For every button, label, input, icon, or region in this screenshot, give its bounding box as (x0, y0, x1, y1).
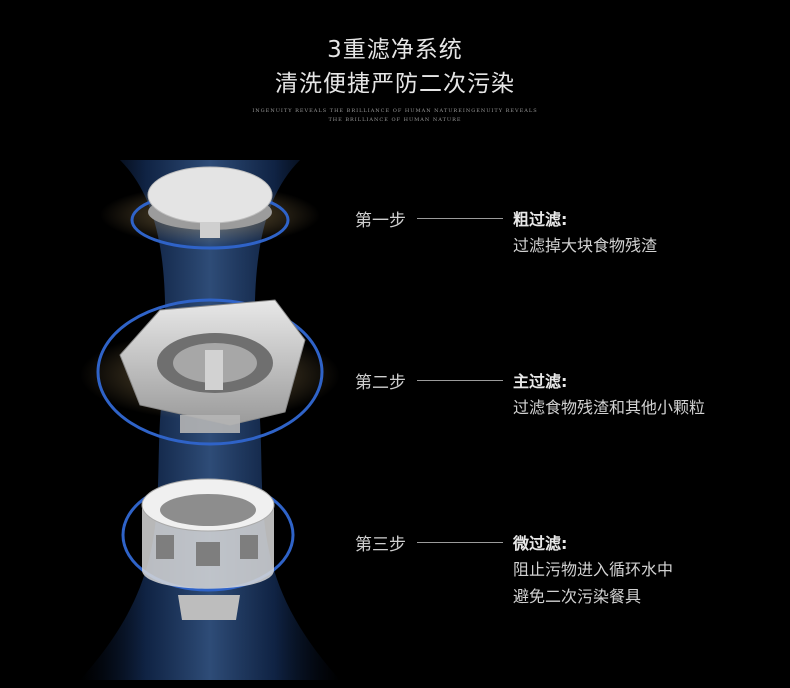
tagline-line1: INGENUITY REVEALS THE BRILLIANCE OF HUMA… (252, 108, 538, 114)
page-title-line2: 清洗便捷严防二次污染 (275, 71, 515, 97)
step-2-title: 主过滤: (513, 372, 568, 391)
step-3-connector-line (417, 542, 503, 543)
step-1-description: 过滤掉大块食物残渣 (513, 232, 657, 259)
step-1-title: 粗过滤: (513, 210, 568, 229)
step-2-label: 第二步 (355, 373, 406, 393)
step-2-desc-line: 过滤食物残渣和其他小颗粒 (513, 398, 706, 417)
step-1-desc-line: 过滤掉大块食物残渣 (513, 236, 658, 255)
step-1-connector-line (417, 218, 503, 219)
tagline-line2: THE BRILLIANCE OF HUMAN NATURE (328, 117, 462, 123)
step-3-desc-line-1: 阻止污物进入循环水中 (513, 560, 674, 579)
step-3-description: 阻止污物进入循环水中 避免二次污染餐具 (513, 556, 673, 610)
step-2-connector-line (417, 380, 503, 381)
step-2-description: 过滤食物残渣和其他小颗粒 (513, 394, 705, 421)
step-1-label: 第一步 (355, 211, 406, 231)
page-title-line1: 3重滤净系统 (327, 37, 463, 63)
filter-illustration (80, 160, 340, 680)
coarse-filter (100, 166, 320, 250)
micro-filter (121, 478, 295, 620)
tagline: INGENUITY REVEALS THE BRILLIANCE OF HUMA… (0, 107, 790, 125)
main-filter (80, 298, 340, 446)
step-3-title: 微过滤: (513, 534, 568, 553)
step-3-label: 第三步 (355, 535, 406, 555)
step-3-desc-line-2: 避免二次污染餐具 (513, 587, 642, 606)
